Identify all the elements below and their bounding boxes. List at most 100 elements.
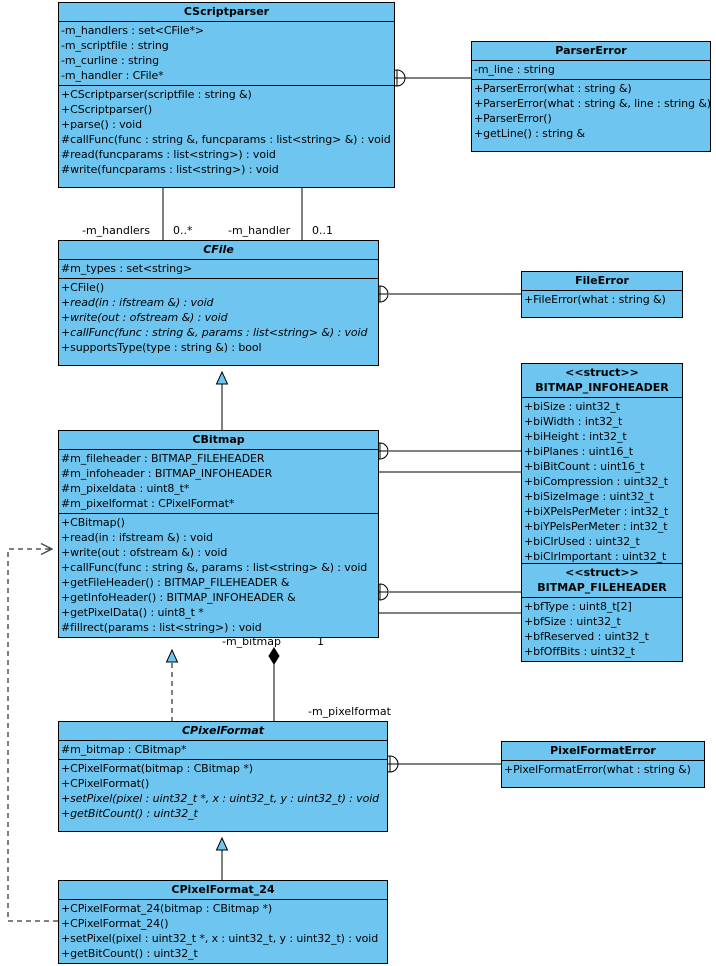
attribute-row: +biClrImportant : uint32_t xyxy=(524,550,667,563)
operation-row: +ParserError(what : string &) xyxy=(474,82,632,95)
class-title-cscriptparser: CScriptparser xyxy=(59,3,394,22)
attributes-parsererror: -m_line : string xyxy=(472,61,710,80)
attributes-bitmap-infoheader: +biSize : uint32_t +biWidth : int32_t +b… xyxy=(522,398,682,566)
attribute-row: #m_pixeldata : uint8_t* xyxy=(61,482,190,495)
struct-name-label: BITMAP_INFOHEADER xyxy=(535,381,669,394)
operations-cbitmap: +CBitmap() +read(in : ifstream &) : void… xyxy=(59,514,378,637)
operations-fileerror: +FileError(what : string &) xyxy=(522,291,682,317)
edge-label-pixelformat-role: -m_pixelformat xyxy=(308,705,391,718)
attribute-row: +bfType : uint8_t[2] xyxy=(524,600,632,613)
operation-row: +read(in : ifstream &) : void xyxy=(61,296,214,309)
operation-row: +write(out : ofstream &) : void xyxy=(61,311,228,324)
operation-row: +setPixel(pixel : uint32_t *, x : uint32… xyxy=(61,932,379,945)
operation-row: +CBitmap() xyxy=(61,516,125,529)
operation-row: +CScriptparser(scriptfile : string &) xyxy=(61,88,252,101)
class-box-bitmap-fileheader[interactable]: <<struct>> BITMAP_FILEHEADER +bfType : u… xyxy=(521,563,683,662)
operation-row: +CPixelFormat(bitmap : CBitmap *) xyxy=(61,762,253,775)
connector-cfile-fileerror xyxy=(371,285,521,303)
operation-row: +getPixelData() : uint8_t * xyxy=(61,606,204,619)
attribute-row: -m_curline : string xyxy=(61,54,159,67)
connector-cbitmap-infoheader xyxy=(371,442,521,473)
class-box-cpixelformat[interactable]: CPixelFormat #m_bitmap : CBitmap* +CPixe… xyxy=(58,721,388,832)
operation-row: +CPixelFormat() xyxy=(61,777,150,790)
operations-cscriptparser: +CScriptparser(scriptfile : string &) +C… xyxy=(59,86,394,187)
operation-row: +read(in : ifstream &) : void xyxy=(61,531,213,544)
class-box-cscriptparser[interactable]: CScriptparser -m_handlers : set<CFile*> … xyxy=(58,2,395,188)
operation-row: +ParserError() xyxy=(474,112,552,125)
operation-row: +CPixelFormat_24() xyxy=(61,917,169,930)
class-box-cpixelformat-24[interactable]: CPixelFormat_24 +CPixelFormat_24(bitmap … xyxy=(58,880,388,964)
class-title-fileerror: FileError xyxy=(522,272,682,291)
attribute-row: #m_infoheader : BITMAP_INFOHEADER xyxy=(61,467,273,480)
class-box-pixelformaterror[interactable]: PixelFormatError +PixelFormatError(what … xyxy=(501,741,705,788)
edge-label-bitmap-role: -m_bitmap xyxy=(222,635,281,648)
attribute-row: +biClrUsed : uint32_t xyxy=(524,535,640,548)
class-box-bitmap-infoheader[interactable]: <<struct>> BITMAP_INFOHEADER +biSize : u… xyxy=(521,363,683,567)
connector-cpixelformat24-cbitmap-dependency xyxy=(7,549,58,922)
operations-cpixelformat: +CPixelFormat(bitmap : CBitmap *) +CPixe… xyxy=(59,760,387,831)
attribute-row: +bfReserved : uint32_t xyxy=(524,630,649,643)
connector-cscriptparser-parsererror xyxy=(388,69,471,87)
class-box-cfile[interactable]: CFile #m_types : set<string> +CFile() +r… xyxy=(58,240,379,366)
attribute-row: #m_fileheader : BITMAP_FILEHEADER xyxy=(61,452,265,465)
operation-row: +getInfoHeader() : BITMAP_INFOHEADER & xyxy=(61,591,296,604)
class-title-cpixelformat-24: CPixelFormat_24 xyxy=(59,881,387,900)
attribute-row: +biSize : uint32_t xyxy=(524,400,620,413)
operation-row: +getBitCount() : uint32_t xyxy=(61,947,198,960)
operation-row: #fillrect(params : list<string>) : void xyxy=(61,621,262,634)
attribute-row: +bfOffBits : uint32_t xyxy=(524,645,635,658)
operation-row: +write(out : ofstream &) : void xyxy=(61,546,228,559)
connector-cpixelformat-pixelformaterror xyxy=(381,755,501,773)
attribute-row: -m_handler : CFile* xyxy=(61,69,164,82)
operation-row: +FileError(what : string &) xyxy=(524,293,666,306)
attribute-row: -m_line : string xyxy=(474,63,555,76)
attributes-cbitmap: #m_fileheader : BITMAP_FILEHEADER #m_inf… xyxy=(59,450,378,514)
class-title-cfile: CFile xyxy=(59,241,378,260)
attribute-row: -m_handlers : set<CFile*> xyxy=(61,24,204,37)
class-box-cbitmap[interactable]: CBitmap #m_fileheader : BITMAP_FILEHEADE… xyxy=(58,430,379,638)
class-title-cbitmap: CBitmap xyxy=(59,431,378,450)
operation-row: #read(funcparams : list<string>) : void xyxy=(61,148,276,161)
operation-row: +getLine() : string & xyxy=(474,127,586,140)
attributes-cscriptparser: -m_handlers : set<CFile*> -m_scriptfile … xyxy=(59,22,394,86)
attribute-row: +biYPelsPerMeter : int32_t xyxy=(524,520,668,533)
edge-label-bitmap-multiplicity: 1 xyxy=(317,635,324,648)
operations-parsererror: +ParserError(what : string &) +ParserErr… xyxy=(472,80,712,151)
connector-cbitmap-fileheader xyxy=(371,583,521,614)
attribute-row: +biBitCount : uint16_t xyxy=(524,460,645,473)
operation-row: +setPixel(pixel : uint32_t *, x : uint32… xyxy=(61,792,380,805)
stereotype-label: <<struct>> xyxy=(565,566,639,579)
attributes-bitmap-fileheader: +bfType : uint8_t[2] +bfSize : uint32_t … xyxy=(522,598,682,661)
operation-row: +ParserError(what : string &, line : str… xyxy=(474,97,712,110)
class-title-bitmap-infoheader: <<struct>> BITMAP_INFOHEADER xyxy=(522,364,682,398)
operation-row: +CScriptparser() xyxy=(61,103,153,116)
attribute-row: +biXPelsPerMeter : int32_t xyxy=(524,505,669,518)
class-title-parsererror: ParserError xyxy=(472,42,710,61)
operations-cfile: +CFile() +read(in : ifstream &) : void +… xyxy=(59,279,378,365)
attribute-row: -m_scriptfile : string xyxy=(61,39,169,52)
edge-label-handler-multiplicity: 0..1 xyxy=(312,224,333,237)
operation-row: +getFileHeader() : BITMAP_FILEHEADER & xyxy=(61,576,290,589)
class-box-fileerror[interactable]: FileError +FileError(what : string &) xyxy=(521,271,683,318)
class-title-cpixelformat: CPixelFormat xyxy=(59,722,387,741)
attribute-row: +biHeight : int32_t xyxy=(524,430,627,443)
operation-row: +CPixelFormat_24(bitmap : CBitmap *) xyxy=(61,902,273,915)
attribute-row: #m_pixelformat : CPixelFormat* xyxy=(61,497,235,510)
attributes-cfile: #m_types : set<string> xyxy=(59,260,378,279)
operation-row: +parse() : void xyxy=(61,118,143,131)
operations-pixelformaterror: +PixelFormatError(what : string &) xyxy=(502,761,704,787)
edge-label-handlers-multiplicity: 0..* xyxy=(173,224,193,237)
struct-name-label: BITMAP_FILEHEADER xyxy=(537,581,667,594)
attribute-row: #m_types : set<string> xyxy=(61,262,193,275)
operation-row: +callFunc(func : string &, params : list… xyxy=(61,326,368,339)
operation-row: +CFile() xyxy=(61,281,105,294)
operation-row: +PixelFormatError(what : string &) xyxy=(504,763,691,776)
attributes-cpixelformat: #m_bitmap : CBitmap* xyxy=(59,741,387,760)
class-title-pixelformaterror: PixelFormatError xyxy=(502,742,704,761)
operation-row: +getBitCount() : uint32_t xyxy=(61,807,198,820)
edge-label-handlers-role: -m_handlers xyxy=(82,224,150,237)
operations-cpixelformat-24: +CPixelFormat_24(bitmap : CBitmap *) +CP… xyxy=(59,900,387,963)
operation-row: +supportsType(type : string &) : bool xyxy=(61,341,262,354)
class-box-parsererror[interactable]: ParserError -m_line : string +ParserErro… xyxy=(471,41,711,152)
